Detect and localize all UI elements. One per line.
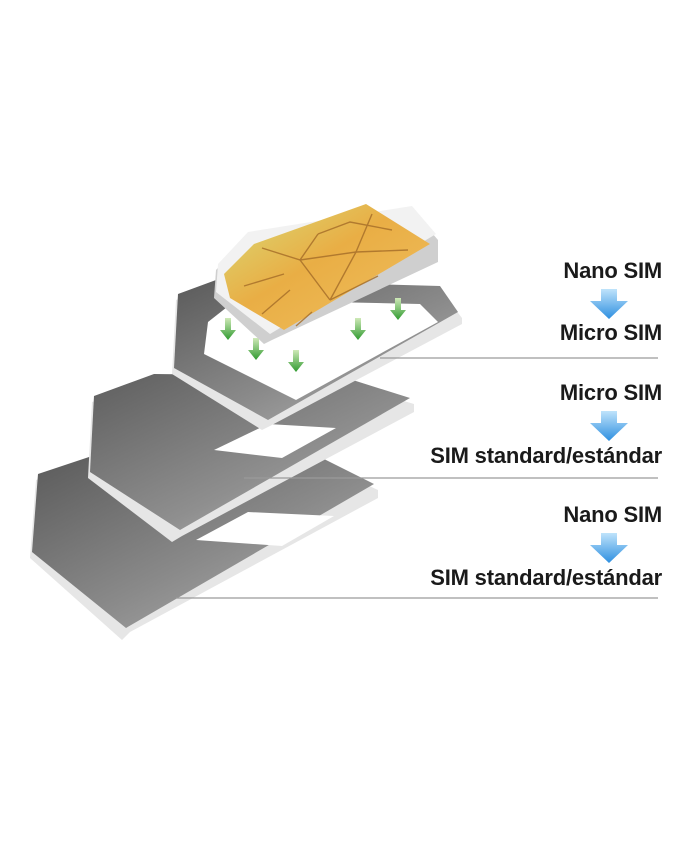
nano-slot-cutout	[196, 512, 334, 546]
arrow-down-icon	[590, 411, 628, 441]
micro-slot-cutout	[214, 424, 336, 458]
arrow-down-icon	[288, 350, 304, 372]
label-to-micro-sim: Micro SIM	[559, 320, 662, 345]
insertion-arrows	[220, 298, 406, 372]
arrow-down-icon	[350, 318, 366, 340]
arrow-down-icon	[220, 318, 236, 340]
label-from-micro-sim: Micro SIM	[559, 380, 662, 405]
sim-chip-icon	[224, 204, 430, 330]
standard-adapter-medium	[88, 374, 414, 542]
label-from-nano-sim-2: Nano SIM	[563, 502, 662, 527]
arrow-down-icon	[248, 338, 264, 360]
label-to-sim-standard-2: SIM standard/estándar	[430, 565, 662, 590]
nano-sim-card	[214, 204, 438, 344]
arrow-down-icon	[590, 289, 628, 319]
arrow-down-icon	[590, 533, 628, 563]
label-from-nano-sim-1: Nano SIM	[563, 258, 662, 283]
label-to-sim-standard-1: SIM standard/estándar	[430, 443, 662, 468]
arrow-down-icon	[390, 298, 406, 320]
leader-lines	[176, 357, 658, 599]
